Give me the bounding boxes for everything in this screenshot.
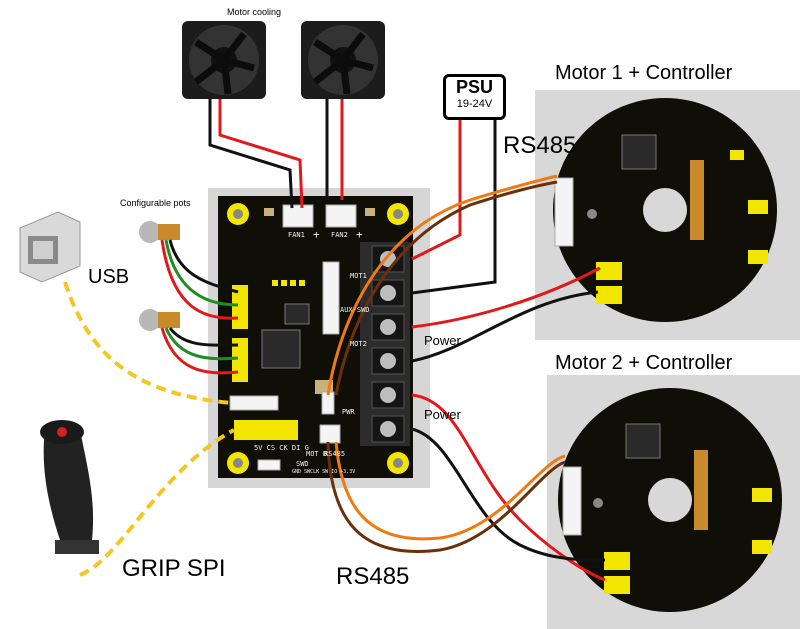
motor1-controller: [553, 98, 777, 322]
usb-header: [229, 395, 279, 411]
motor2-controller: [558, 388, 782, 612]
rs485-top-label: RS485: [503, 132, 577, 159]
aux-connector: [322, 261, 340, 335]
fan1-connector: [282, 204, 314, 228]
swd-connector: [257, 459, 281, 471]
power-bottom-label: Power: [424, 407, 461, 422]
mot1-silk: MOT1: [350, 272, 367, 280]
spi-header-silk: 5V CS CK DI G: [254, 444, 309, 452]
rs485-silk: RS485: [324, 450, 346, 458]
pwr-silk: PWR: [342, 408, 355, 416]
fan1-silk: FAN1: [288, 231, 305, 239]
rs485-connector-a: [321, 391, 335, 415]
fan2-connector: [325, 204, 357, 228]
fan1-plus: +: [313, 228, 320, 241]
psu-box: PSU 19-24V: [443, 74, 506, 120]
configurable-pots-label: Configurable pots: [120, 198, 191, 208]
pot-2: [139, 309, 180, 331]
rs485-connector-b: [319, 424, 341, 444]
aux-silk: AUX-SWD: [340, 306, 370, 314]
psu-title: PSU: [455, 77, 493, 97]
motor-cooling-label: Motor cooling: [227, 7, 282, 17]
swd-silk: SWD: [296, 460, 309, 468]
terminal-screws: [371, 245, 405, 443]
usb-label: USB: [88, 266, 130, 288]
rs485-bottom-label: RS485: [336, 563, 410, 590]
mot2-silk: MOT2: [350, 340, 367, 348]
grip-header: [234, 420, 298, 440]
fan2-silk: FAN2: [331, 231, 348, 239]
grip-spi-label: GRIP SPI: [122, 555, 226, 582]
swd-pins-silk: GND SWCLK SW IO +3.3V: [292, 469, 356, 475]
motor2-label: Motor 2 + Controller: [555, 352, 733, 374]
fan-2: [301, 21, 385, 99]
fan2-plus: +: [356, 228, 363, 241]
motor1-label: Motor 1 + Controller: [555, 62, 733, 84]
power-top-label: Power: [424, 333, 461, 348]
fan-1: [182, 21, 266, 99]
pot-1: [139, 221, 180, 243]
joystick-grip: [40, 420, 99, 554]
psu-voltage: 19-24V: [456, 98, 493, 110]
mcu-chip: [261, 329, 301, 369]
usb-connector: [19, 211, 81, 283]
mot-b-silk: MOT B: [306, 450, 328, 458]
